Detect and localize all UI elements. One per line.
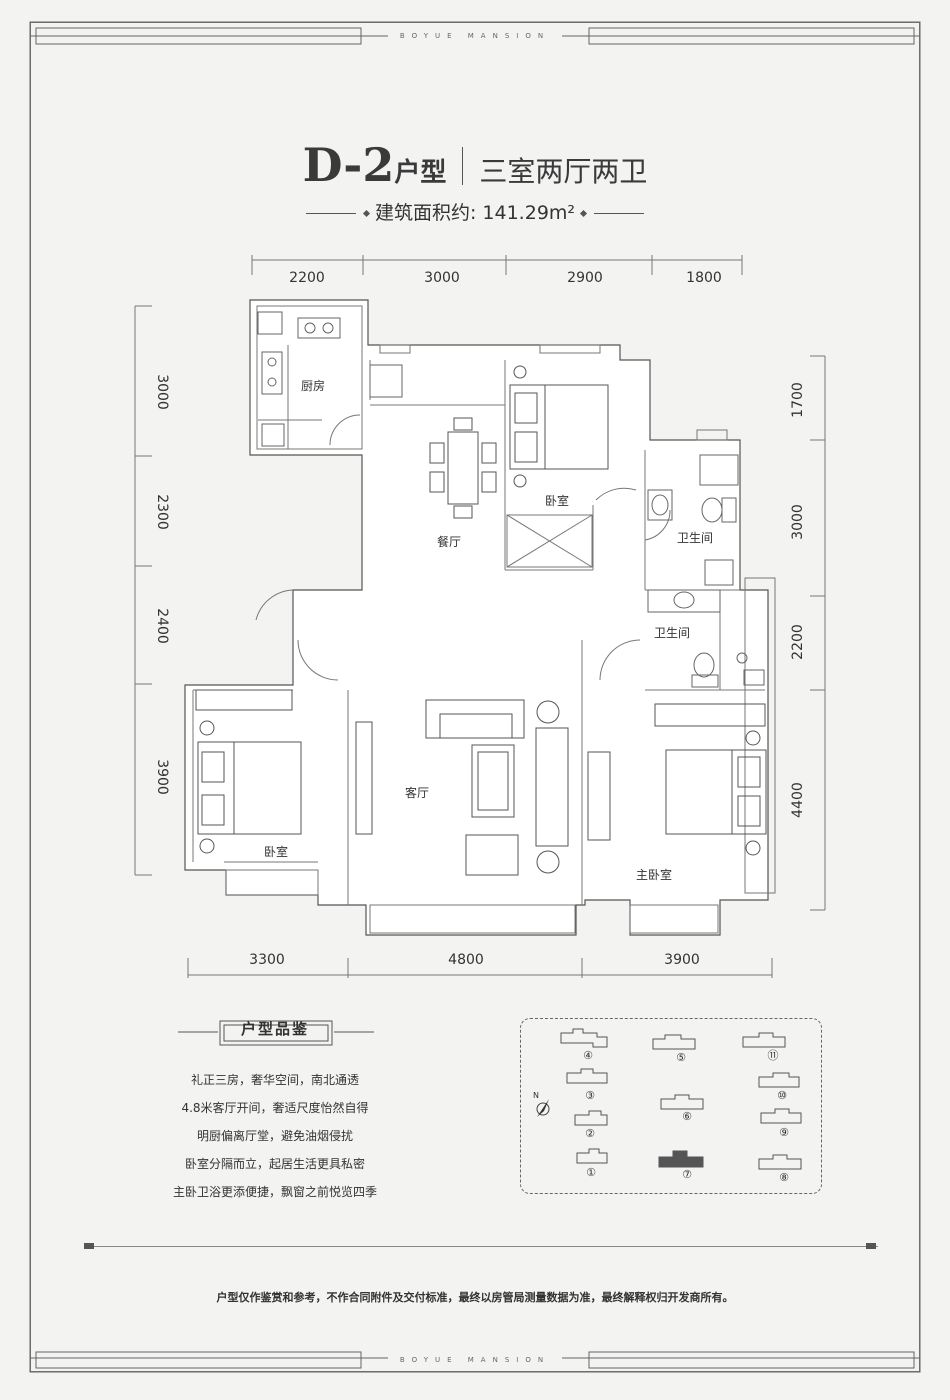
dim-bottom-3: 3900 [664, 952, 700, 968]
compass-north-label: N [533, 1091, 539, 1100]
room-label-living: 客厅 [405, 785, 429, 800]
unit-rooms: 三室两厅两卫 [479, 155, 648, 188]
room-label-bedroom-west: 卧室 [264, 844, 288, 859]
dim-left-1: 3000 [154, 374, 170, 410]
dim-left-2: 2300 [154, 494, 170, 530]
building-11 [742, 1032, 786, 1048]
building-9 [760, 1108, 802, 1124]
footer-divider [86, 1246, 878, 1247]
brand-bottom: BOYUE MANSION [0, 1356, 950, 1364]
site-key-map: ④ ⑤ ⑪ ③ ⑩ ② ⑥ ⑨ ① ⑦ ⑧ N [520, 1018, 822, 1194]
dimension-labels: 2200 3000 2900 1800 3300 4800 3900 3000 … [154, 270, 806, 968]
building-7 [658, 1150, 704, 1168]
kitchen-fixtures [257, 311, 403, 447]
bed-master [587, 703, 767, 856]
building-label: ⑪ [768, 1049, 779, 1062]
disclaimer: 户型仅作鉴赏和参考，不作合同附件及交付标准，最终以房管局测量数据为准，最终解释权… [216, 1291, 734, 1304]
bed-north [509, 365, 609, 488]
building-10 [758, 1072, 800, 1088]
room-label-kitchen: 厨房 [301, 378, 325, 393]
room-label-bath-2: 卫生间 [654, 626, 690, 640]
dim-top-1: 2200 [289, 270, 325, 286]
exterior-walls [184, 299, 769, 936]
dimension-lines [134, 255, 826, 978]
building-label: ⑩ [777, 1089, 787, 1102]
building-label: ③ [585, 1089, 595, 1102]
feature-item: 4.8米客厅开间，奢适尺度怡然自得 [181, 1101, 369, 1115]
room-label-bedroom-north: 卧室 [545, 493, 569, 508]
interior-walls [192, 305, 776, 934]
building-label: ⑥ [682, 1110, 692, 1123]
unit-code: D-2 [302, 138, 395, 192]
bath2-fixtures [647, 589, 765, 688]
area-label: 建筑面积约: [374, 202, 477, 224]
unit-area: 建筑面积约: 141.29m² [0, 198, 950, 225]
feature-item: 卧室分隔而立，起居生活更具私密 [184, 1157, 365, 1171]
dim-bottom-2: 4800 [448, 952, 484, 968]
feature-item: 主卧卫浴更添便捷，飘窗之前悦览四季 [172, 1185, 377, 1199]
unit-suffix: 户型 [394, 158, 447, 188]
dim-top-3: 2900 [567, 270, 603, 286]
room-label-master: 主卧室 [636, 867, 672, 882]
feature-item: 礼正三房，奢华空间，南北通透 [190, 1073, 359, 1087]
dim-left-4: 3900 [154, 759, 170, 795]
building-8 [758, 1154, 802, 1170]
building-1 [576, 1148, 608, 1164]
building-label: ④ [583, 1049, 593, 1062]
compass-icon: N [533, 1091, 550, 1117]
room-label-bath-1: 卫生间 [677, 531, 713, 545]
building-label: ⑦ [682, 1168, 692, 1181]
living-sofa [355, 699, 569, 876]
building-4 [560, 1028, 608, 1048]
building-label: ⑨ [779, 1126, 789, 1139]
dim-right-4: 4400 [790, 782, 806, 818]
room-label-dining: 餐厅 [437, 534, 461, 549]
bath1-fixtures [647, 454, 739, 586]
dim-right-2: 3000 [790, 504, 806, 540]
dim-right-3: 2200 [790, 624, 806, 660]
site-map-drawing: ④ ⑤ ⑪ ③ ⑩ ② ⑥ ⑨ ① ⑦ ⑧ N [533, 1028, 802, 1184]
building-label: ① [586, 1166, 596, 1179]
features-list: 礼正三房，奢华空间，南北通透 4.8米客厅开间，奢适尺度怡然自得 明厨偏离厅堂，… [140, 1066, 410, 1206]
unit-title: D-2户型 三室两厅两卫 [0, 138, 950, 192]
dim-top-2: 3000 [424, 270, 460, 286]
dim-bottom-1: 3300 [249, 952, 285, 968]
floor-plan: 2200 3000 2900 1800 3300 4800 3900 3000 … [134, 255, 826, 978]
dim-left-3: 2400 [154, 608, 170, 644]
feature-item: 明厨偏离厅堂，避免油烟侵扰 [196, 1129, 353, 1143]
features-title: 户型品鉴 [240, 1020, 309, 1038]
building-footprints [560, 1028, 802, 1170]
building-labels: ④ ⑤ ⑪ ③ ⑩ ② ⑥ ⑨ ① ⑦ ⑧ [583, 1049, 789, 1184]
bed-west [195, 689, 302, 854]
building-label: ⑤ [676, 1051, 686, 1064]
building-2 [574, 1110, 608, 1126]
building-5 [652, 1034, 696, 1050]
dim-top-4: 1800 [686, 270, 722, 286]
dining-table [429, 417, 497, 519]
building-6 [660, 1094, 704, 1110]
dim-right-1: 1700 [790, 382, 806, 418]
area-value: 141.29m² [482, 202, 576, 224]
building-label: ⑧ [779, 1171, 789, 1184]
brand-top: BOYUE MANSION [0, 32, 950, 40]
building-3 [566, 1068, 608, 1084]
building-label: ② [585, 1127, 595, 1140]
